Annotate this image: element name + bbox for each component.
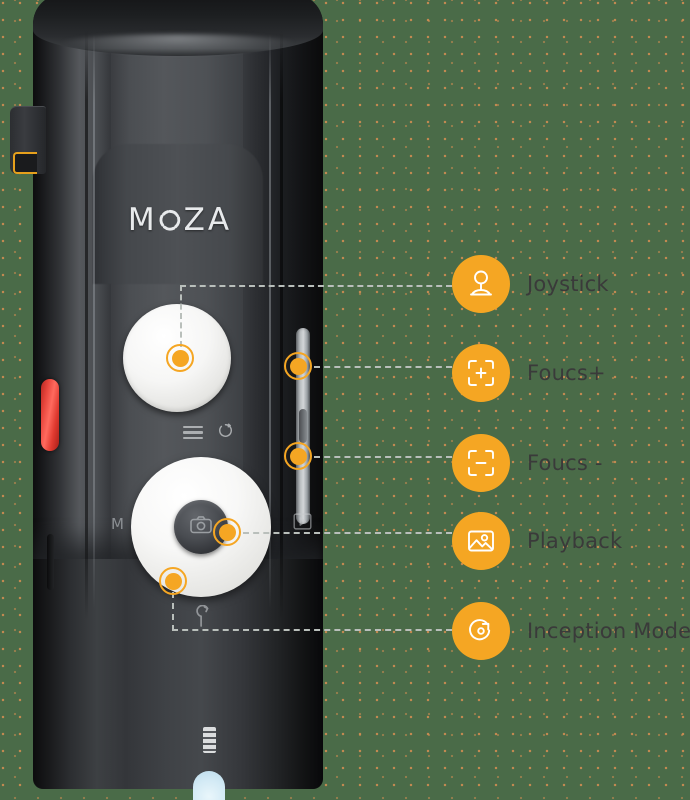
marker-inception[interactable]: [159, 567, 187, 595]
legend-item-focus-minus[interactable]: Foucs -: [452, 434, 603, 492]
gimbal-device-illustration: M Z A: [10, 0, 323, 800]
device-seam-shadow-left: [85, 30, 88, 620]
inception-mode-icon: [452, 602, 510, 660]
mode-dial-label-m: M: [111, 515, 124, 533]
device-face-neck: [93, 144, 263, 284]
leader-line-joystick: [180, 285, 452, 347]
rotate-circle-icon: [217, 422, 234, 443]
focus-minus-icon: [452, 434, 510, 492]
device-seam-left: [93, 34, 95, 609]
device-micro-icons: [183, 422, 234, 443]
legend-item-joystick[interactable]: Joystick: [452, 255, 609, 313]
camera-icon: [188, 512, 214, 542]
callout-legend: Joystick Foucs+: [452, 0, 690, 800]
red-trigger-button[interactable]: [41, 379, 59, 451]
legend-label-focus-minus: Foucs -: [527, 451, 603, 475]
device-lower-body: [33, 559, 323, 789]
legend-label-focus-plus: Foucs+: [527, 361, 606, 385]
side-connector-port: [13, 152, 37, 174]
legend-label-inception-mode: Inception Mode: [527, 619, 690, 643]
leader-line-inception: [172, 581, 452, 631]
status-led-icon: [193, 771, 225, 800]
inception-loop-icon: [193, 604, 215, 633]
legend-label-joystick: Joystick: [527, 272, 609, 296]
marker-joystick[interactable]: [166, 344, 194, 372]
legend-item-focus-plus[interactable]: Foucs+: [452, 344, 606, 402]
moza-letter-a: A: [207, 202, 231, 238]
shutter-aperture-icon: [159, 209, 181, 231]
joystick-icon: [452, 255, 510, 313]
playback-frame-icon: [293, 513, 312, 534]
device-seam-shadow-right: [280, 30, 283, 620]
menu-lines-icon: [183, 425, 203, 440]
playback-icon: [452, 512, 510, 570]
device-cap-highlight: [55, 34, 301, 56]
legend-item-inception-mode[interactable]: Inception Mode: [452, 602, 690, 660]
marker-playback[interactable]: [213, 518, 241, 546]
device-seam-right: [269, 34, 271, 609]
moza-brand-logo: M Z A: [127, 202, 231, 238]
card-slot-door: [47, 534, 54, 590]
focus-plus-icon: [452, 344, 510, 402]
leader-line-focus-minus: [314, 456, 452, 458]
focus-rocker-split: [299, 409, 307, 443]
battery-indicator-icon: [203, 727, 216, 753]
moza-letter-z: Z: [183, 202, 206, 238]
marker-focus-plus[interactable]: [284, 352, 312, 380]
leader-line-playback: [243, 532, 452, 534]
legend-label-playback: Playback: [527, 529, 623, 553]
device-body: [33, 0, 323, 789]
legend-item-playback[interactable]: Playback: [452, 512, 622, 570]
moza-letter-m: M: [127, 202, 156, 238]
leader-line-focus-plus: [314, 366, 452, 368]
marker-focus-minus[interactable]: [284, 442, 312, 470]
